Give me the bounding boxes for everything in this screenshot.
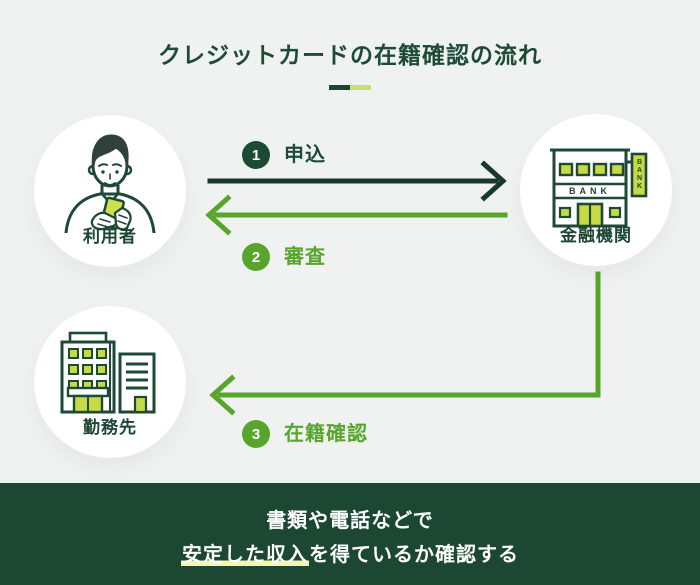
node-bank-label: 金融機関 [560,226,632,245]
node-user-label: 利用者 [83,227,137,246]
footer-highlighted-text: 安定した収入 [181,544,309,566]
title-underline-dark-segment [329,85,350,90]
office-building-icon [60,331,156,414]
apply-arrow-icon [207,160,507,202]
step-2-badge: 2 [242,243,270,271]
bank-icon [550,148,648,228]
person-icon [64,134,156,233]
step-1-label: 申込 [284,144,326,166]
screening-arrow-icon [205,194,508,236]
bank-band-text: BANK [569,186,611,196]
footer-note: 書類や電話などで 安定した収入を得ているか確認する [0,483,700,585]
step-1-badge: 1 [242,141,270,169]
footer-line-2: 安定した収入を得ているか確認する [0,538,700,572]
step-2-label: 審査 [284,246,326,268]
node-user: 利用者 [34,115,186,267]
node-workplace-label: 勤務先 [83,418,137,437]
verification-arrow-icon [209,271,601,416]
bank-sign-text: BANK [636,159,643,191]
footer-line-2-rest: を得ているか確認する [309,544,519,566]
node-bank: BANK BANK 金融機関 [520,114,672,266]
node-workplace: 勤務先 [34,306,186,458]
title-underline-lime-segment [350,85,371,90]
title-underline [329,85,371,90]
step-3-label: 在籍確認 [284,423,368,445]
footer-line-1: 書類や電話などで [266,510,434,532]
page-title: クレジットカードの在籍確認の流れ [158,42,542,68]
step-3-badge: 3 [242,420,270,448]
